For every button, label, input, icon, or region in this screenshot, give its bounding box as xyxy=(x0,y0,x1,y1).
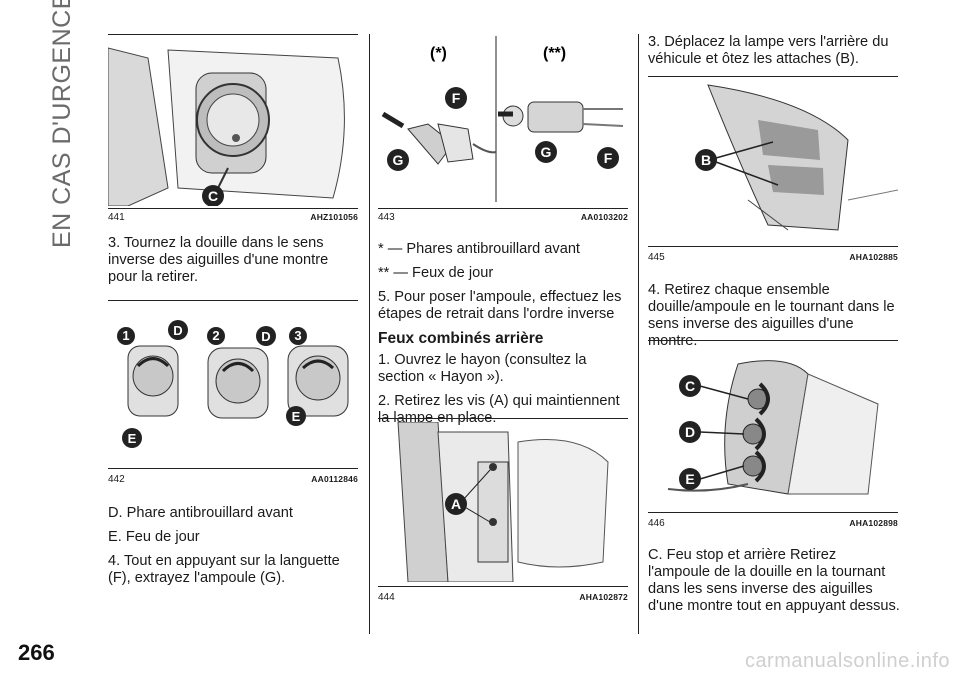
legend-item-e: E. Feu de jour xyxy=(108,529,200,545)
svg-text:D: D xyxy=(261,329,270,344)
fog-lamp-housing-illustration: C xyxy=(108,47,345,206)
svg-text:E: E xyxy=(128,431,137,446)
instruction-step-4: 4. Tout en appuyant sur la languette (F)… xyxy=(108,553,340,586)
svg-text:E: E xyxy=(292,409,301,424)
svg-text:C: C xyxy=(685,378,695,394)
instruction-step-3b: 3. Déplacez la lampe vers l'arrière du v… xyxy=(648,34,889,67)
svg-text:(**): (**) xyxy=(543,45,566,62)
note-daytime-lights: ** — Feux de jour xyxy=(378,265,494,281)
page-number: 266 xyxy=(18,640,55,665)
svg-text:G: G xyxy=(393,152,404,168)
instruction-step-5: 5. Pour poser l'ampoule, effectuez les é… xyxy=(378,289,622,322)
svg-text:C: C xyxy=(208,188,218,204)
svg-text:A: A xyxy=(451,496,461,512)
svg-text:G: G xyxy=(541,144,552,160)
callout-c xyxy=(202,185,224,206)
note-fog-lamps: * — Phares antibrouillard avant xyxy=(378,241,580,257)
svg-text:B: B xyxy=(701,152,711,168)
watermark: carmanualsonline.info xyxy=(744,650,950,672)
bulb-extraction-illustration: (*) (**) F G G F xyxy=(381,36,624,202)
instruction-step-1: 1. Ouvrez le hayon (consultez la section… xyxy=(378,352,587,385)
figure-441: C 441 AHZ101056 xyxy=(108,34,358,224)
svg-text:2: 2 xyxy=(212,328,219,343)
svg-text:F: F xyxy=(604,150,613,166)
legend-item-d: D. Phare antibrouillard avant xyxy=(108,505,293,521)
column-divider xyxy=(638,34,639,634)
tailgate-screws-illustration: A xyxy=(397,422,609,582)
lamp-clips-illustration: B xyxy=(695,84,898,231)
svg-text:D: D xyxy=(685,424,695,440)
figure-code: AHZ101056 xyxy=(310,212,358,222)
svg-text:D: D xyxy=(173,323,182,338)
instruction-step-3: 3. Tournez la douille dans le sens inver… xyxy=(108,235,329,285)
svg-text:F: F xyxy=(452,90,461,106)
svg-text:3: 3 xyxy=(294,328,301,343)
svg-text:(*): (*) xyxy=(430,45,447,62)
svg-text:E: E xyxy=(685,471,694,487)
instruction-step-4b: 4. Retirez chaque ensemble douille/ampou… xyxy=(648,282,895,349)
section-heading: Feux combinés arrière xyxy=(378,330,544,347)
bulb-sockets-illustration: C D E xyxy=(667,360,879,495)
column-divider xyxy=(369,34,370,634)
legend-item-c: C. Feu stop et arrière Retirez l'ampoule… xyxy=(648,547,900,614)
svg-text:1: 1 xyxy=(122,328,129,343)
bulb-removal-illustration: 1 D 2 D 3 E E xyxy=(117,320,349,448)
figure-number: 441 xyxy=(108,212,125,223)
